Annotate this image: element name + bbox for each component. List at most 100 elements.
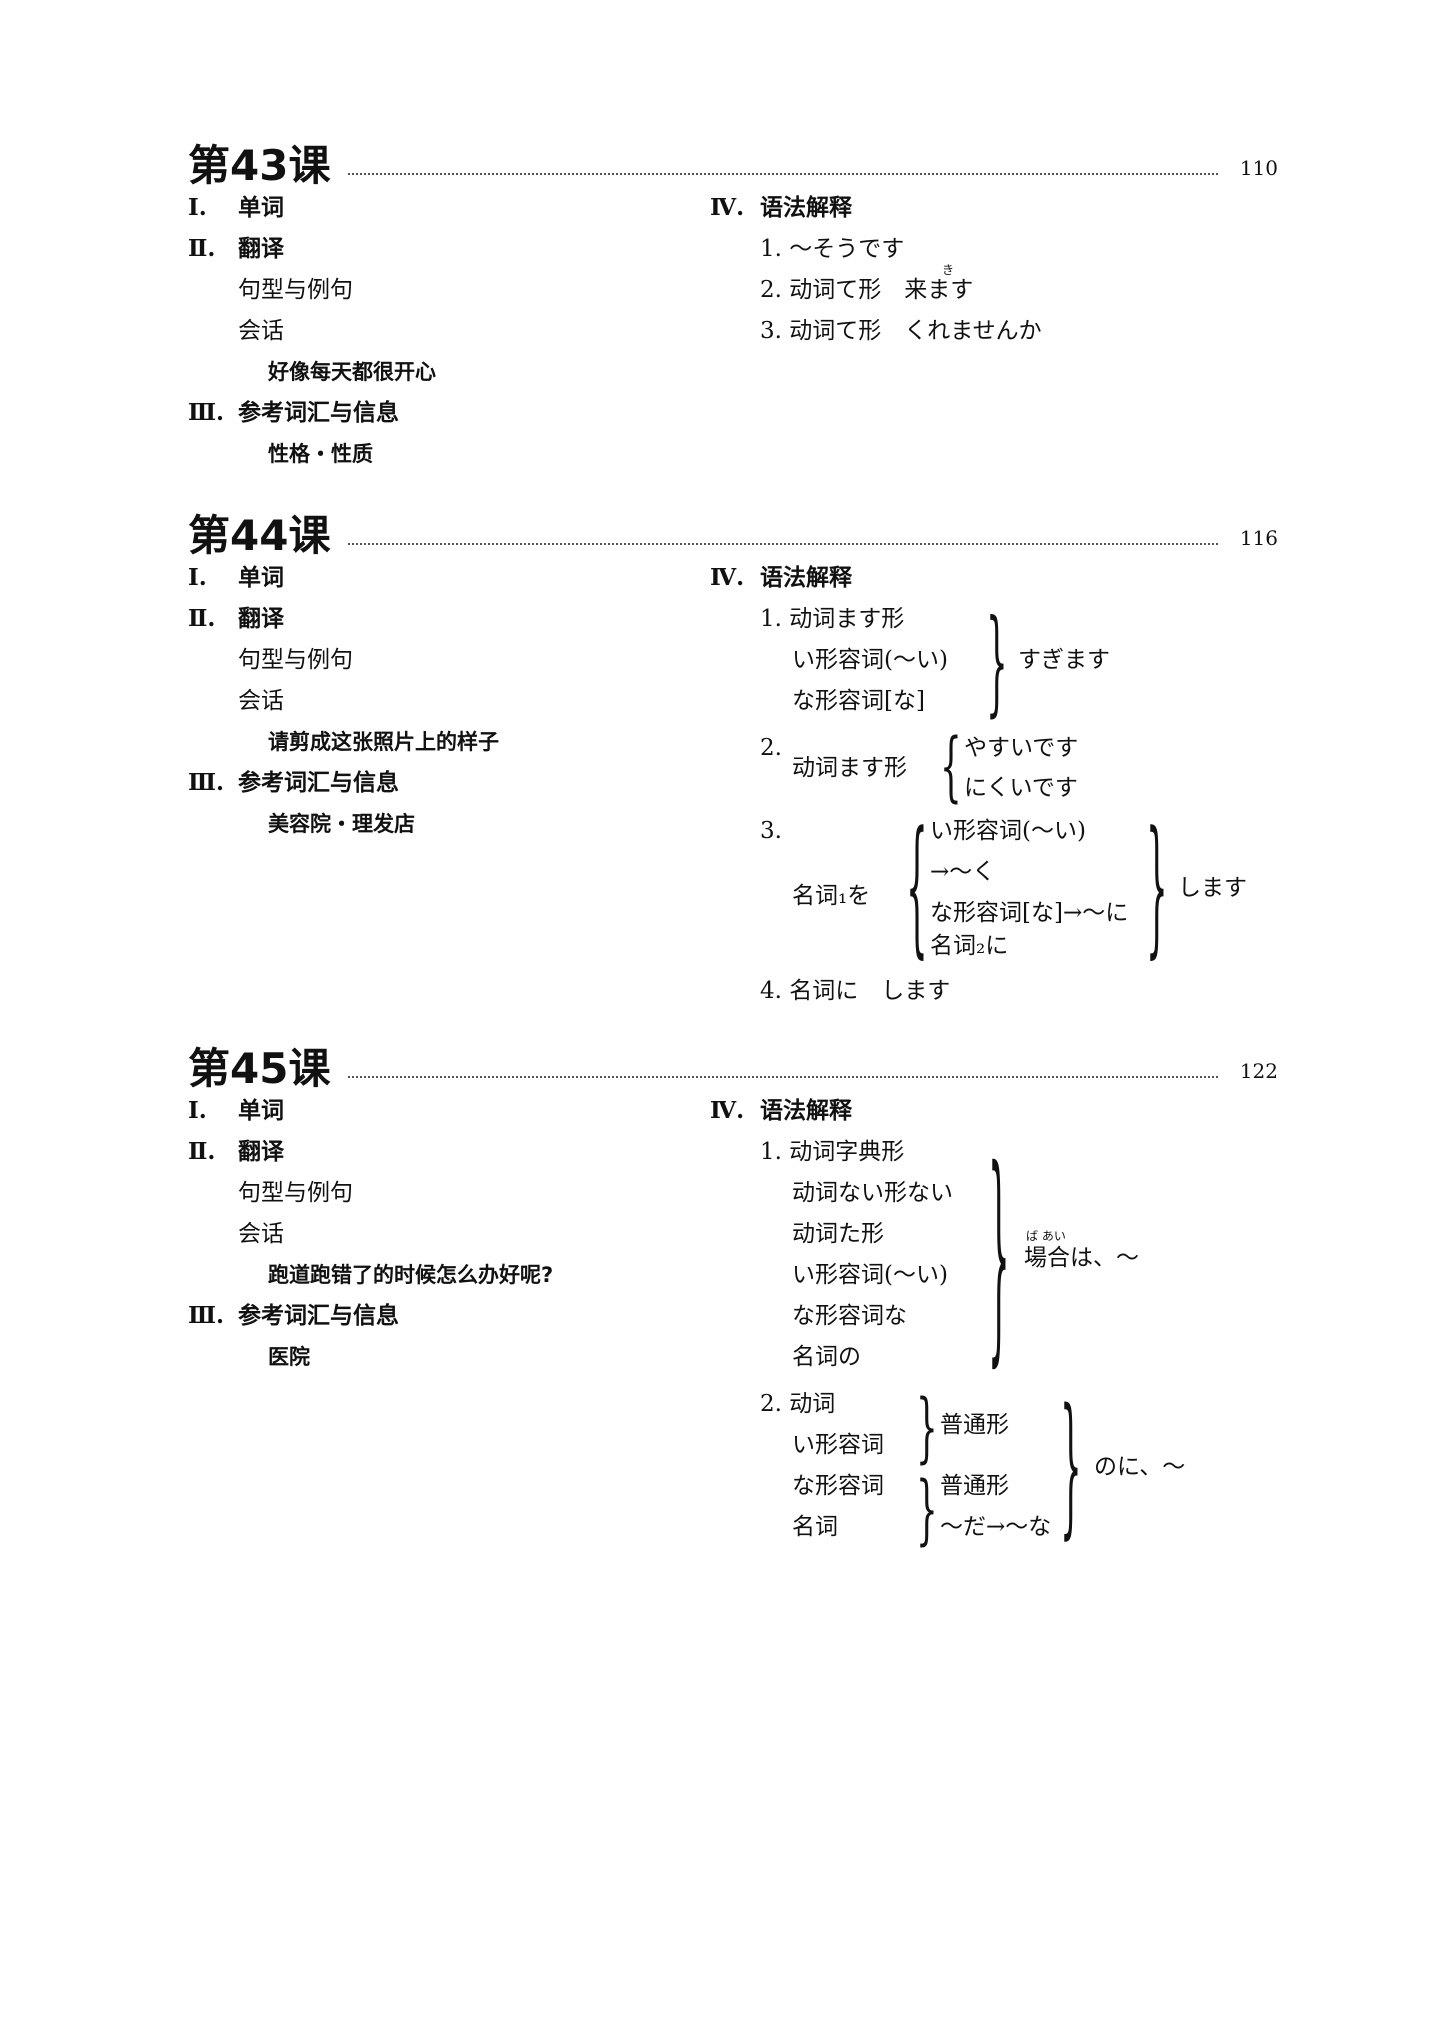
grammar-2-base[interactable]: 动词ます形 — [792, 755, 907, 781]
item-label: 单词 — [238, 1097, 284, 1124]
right-brace: } — [916, 1383, 938, 1471]
grammar-point-1[interactable]: 1. ～そうです — [760, 236, 905, 262]
item-label: 翻译 — [238, 235, 284, 262]
right-brace: } — [1146, 800, 1168, 972]
grammar-1-row-d[interactable]: い形容词(～い) — [792, 1262, 948, 1288]
roman-numeral: Ⅱ. — [188, 235, 216, 262]
grammar-1-row-a[interactable]: 1. 动词ます形 — [760, 606, 905, 632]
grammar-1-result[interactable]: すぎます — [1018, 647, 1110, 673]
toc-dialog-title[interactable]: 好像每天都很开心 — [268, 360, 436, 384]
grammar-2-option-b[interactable]: にくいです — [964, 775, 1078, 801]
lesson-title[interactable]: 第43课 — [188, 141, 331, 190]
toc-item-vocabulary[interactable]: Ⅰ. 单词 — [188, 1095, 284, 1127]
roman-numeral: Ⅰ. — [188, 564, 207, 591]
grammar-3-row-a[interactable]: い形容词(～い) — [930, 818, 1086, 844]
toc-item-grammar[interactable]: Ⅳ. 语法解释 — [710, 1095, 852, 1127]
toc-item-reference[interactable]: Ⅲ. 参考词汇与信息 — [188, 767, 399, 799]
toc-item-translation[interactable]: Ⅱ. 翻译 — [188, 1136, 284, 1168]
page-number[interactable]: 116 — [1239, 526, 1278, 550]
toc-item-reference[interactable]: Ⅲ.参考词汇与信息 — [188, 1300, 399, 1332]
roman-numeral: Ⅳ. — [710, 564, 745, 591]
grammar-2-option-a[interactable]: やすいです — [964, 735, 1079, 761]
grammar-point-4[interactable]: 4. 名词に します — [760, 978, 951, 1004]
grammar-3-row-c[interactable]: な形容词[な]→～に — [930, 900, 1129, 926]
grammar-1-row-e[interactable]: な形容词な — [792, 1303, 907, 1329]
toc-item-translation[interactable]: Ⅱ. 翻译 — [188, 603, 284, 635]
grammar-2-number: 2. — [760, 735, 782, 761]
right-brace: } — [988, 1122, 1010, 1386]
toc-info-topic[interactable]: 美容院・理发店 — [268, 812, 415, 836]
roman-numeral: Ⅳ. — [710, 1097, 745, 1124]
grammar-1-result[interactable]: 場合は、～ — [1024, 1245, 1139, 1271]
roman-numeral: Ⅰ. — [188, 1097, 207, 1124]
toc-dialog-title[interactable]: 跑道跑错了的时候怎么办好呢? — [268, 1263, 554, 1287]
grammar-3-result[interactable]: します — [1178, 875, 1247, 901]
item-label: 翻译 — [238, 605, 284, 632]
grammar-3-row-d[interactable]: 名词₂に — [930, 933, 1009, 959]
grammar-1-row-b[interactable]: い形容词(～い) — [792, 647, 948, 673]
grammar-3-row-b[interactable]: →～く — [930, 859, 996, 885]
dot-leader — [348, 1076, 1218, 1078]
toc-item-grammar[interactable]: Ⅳ. 语法解释 — [710, 562, 852, 594]
roman-numeral: Ⅲ. — [188, 769, 225, 796]
toc-info-topic[interactable]: 性格・性质 — [268, 442, 373, 466]
right-brace: } — [986, 596, 1008, 728]
roman-numeral: Ⅱ. — [188, 1138, 216, 1165]
grammar-2-row-d[interactable]: 名词 — [792, 1514, 838, 1540]
item-label: 单词 — [238, 564, 284, 591]
roman-numeral: Ⅳ. — [710, 194, 745, 221]
lesson-title[interactable]: 第44课 — [188, 511, 331, 560]
item-label: 语法解释 — [760, 194, 852, 221]
grammar-point-2[interactable]: 2. 动词て形 来ます — [760, 277, 974, 303]
grammar-2-form-1[interactable]: 普通形 — [940, 1412, 1009, 1438]
toc-info-topic[interactable]: 医院 — [268, 1345, 310, 1369]
furigana: ば あい — [1026, 1229, 1066, 1243]
grammar-2-row-a[interactable]: 2. 动词 — [760, 1391, 836, 1417]
item-label: 参考词汇与信息 — [238, 399, 399, 426]
item-label: 语法解释 — [760, 564, 852, 591]
grammar-1-row-c[interactable]: な形容词[な] — [792, 688, 925, 714]
roman-numeral: Ⅲ. — [188, 399, 225, 426]
grammar-2-result[interactable]: のに、～ — [1094, 1454, 1186, 1480]
toc-item-reference[interactable]: Ⅲ. 参考词汇与信息 — [188, 397, 399, 429]
roman-numeral: Ⅱ. — [188, 605, 216, 632]
roman-numeral: Ⅲ. — [188, 1302, 225, 1329]
toc-sub-sentence-patterns[interactable]: 句型与例句 — [238, 277, 353, 303]
right-brace: } — [1060, 1377, 1082, 1553]
grammar-1-row-b[interactable]: 动词ない形ない — [792, 1180, 953, 1206]
dot-leader — [348, 543, 1218, 545]
left-brace: { — [906, 800, 928, 972]
item-label: 语法解释 — [760, 1097, 852, 1124]
grammar-3-noun[interactable]: 名词₁を — [792, 883, 871, 909]
furigana: き — [942, 263, 955, 277]
item-label: 翻译 — [238, 1138, 284, 1165]
grammar-2-row-b[interactable]: い形容词 — [792, 1432, 884, 1458]
left-brace: { — [940, 722, 962, 810]
grammar-2-row-c[interactable]: な形容词 — [792, 1473, 884, 1499]
toc-item-translation[interactable]: Ⅱ. 翻译 — [188, 233, 284, 265]
toc-sub-conversation[interactable]: 会话 — [238, 318, 284, 344]
page-number[interactable]: 122 — [1239, 1059, 1278, 1083]
lesson-header: 第44课 116 — [188, 510, 1278, 566]
grammar-1-row-a[interactable]: 1. 动词字典形 — [760, 1139, 905, 1165]
toc-sub-sentence-patterns[interactable]: 句型与例句 — [238, 647, 353, 673]
toc-sub-sentence-patterns[interactable]: 句型与例句 — [238, 1180, 353, 1206]
grammar-point-3[interactable]: 3. 动词て形 くれませんか — [760, 318, 1042, 344]
grammar-1-row-f[interactable]: 名词の — [792, 1344, 861, 1370]
lesson-title[interactable]: 第45课 — [188, 1044, 331, 1093]
right-brace: } — [916, 1465, 938, 1553]
toc-sub-conversation[interactable]: 会话 — [238, 1221, 284, 1247]
grammar-2-form-2[interactable]: 普通形 — [940, 1473, 1009, 1499]
page-number[interactable]: 110 — [1239, 156, 1278, 180]
toc-item-vocabulary[interactable]: Ⅰ.单词 — [188, 192, 284, 224]
item-label: 参考词汇与信息 — [238, 769, 399, 796]
toc-item-vocabulary[interactable]: Ⅰ. 单词 — [188, 562, 284, 594]
grammar-3-number: 3. — [760, 818, 782, 844]
toc-dialog-title[interactable]: 请剪成这张照片上的样子 — [268, 730, 499, 754]
toc-item-grammar[interactable]: Ⅳ. 语法解释 — [710, 192, 852, 224]
toc-sub-conversation[interactable]: 会话 — [238, 688, 284, 714]
grammar-2-form-3[interactable]: ～だ→～な — [940, 1514, 1052, 1540]
lesson-header: 第43课 110 — [188, 140, 1278, 196]
grammar-1-row-c[interactable]: 动词た形 — [792, 1221, 884, 1247]
lesson-header: 第45课 122 — [188, 1043, 1278, 1099]
